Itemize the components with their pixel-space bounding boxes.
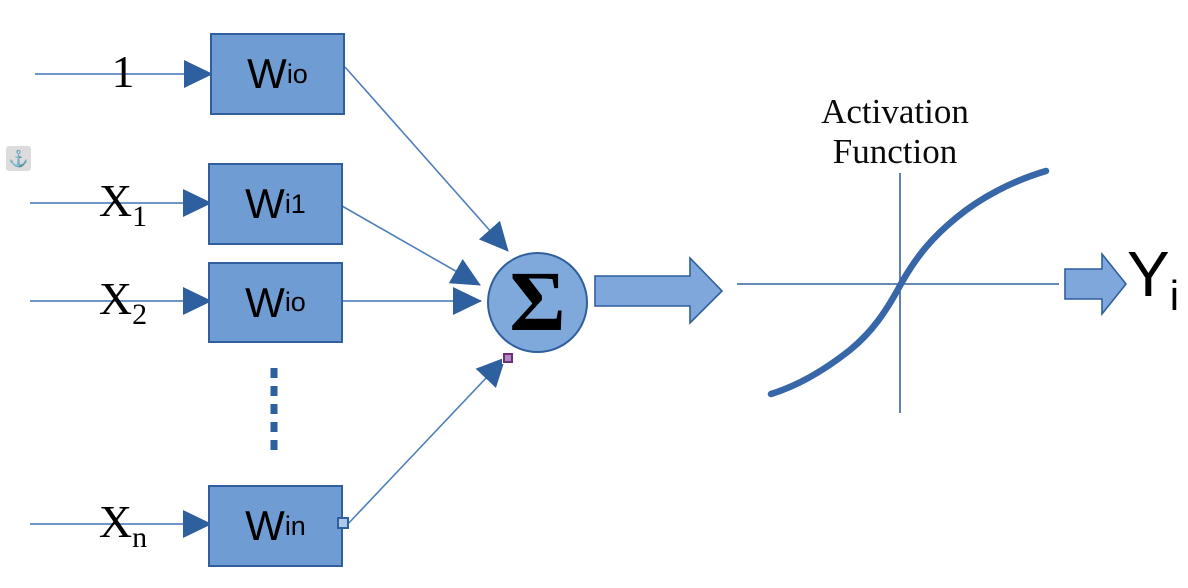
sigmoid-curve[interactable] [767, 167, 1050, 398]
weight-label-main: W [247, 50, 287, 97]
connector-w1-sum[interactable] [344, 66, 509, 252]
input-label-x2: X2 [88, 271, 158, 330]
input-label-sub: n [132, 521, 148, 555]
connector-w2-sum[interactable] [341, 205, 481, 286]
weight-label-sub: io [284, 287, 306, 317]
activation-title-line2: Function [832, 132, 958, 171]
weight-label-sub: in [284, 510, 306, 541]
activation-title: Activation Function [775, 92, 1015, 172]
connector-w4-sum[interactable] [345, 357, 506, 527]
weight-label-sub: i1 [284, 188, 306, 219]
output-label: Yi [1127, 242, 1179, 317]
selection-handle-blue[interactable] [337, 517, 349, 529]
input-label-x1: X1 [88, 173, 158, 232]
input-label-xn: Xn [88, 494, 158, 553]
block-arrow-sum-to-activation[interactable] [594, 256, 724, 325]
anchor-icon[interactable]: ⚓ [6, 146, 31, 171]
sigma-symbol: Σ [509, 252, 566, 349]
weight-label-sub: io [286, 58, 308, 89]
output-label-main: Y [1127, 238, 1170, 310]
input-label-bias: 1 [95, 44, 151, 103]
input-label-main: 1 [111, 46, 135, 97]
anchor-glyph: ⚓ [8, 150, 29, 168]
activation-title-line1: Activation [821, 92, 969, 131]
block-arrow-activation-to-output[interactable] [1064, 251, 1128, 317]
input-label-sub: 1 [132, 200, 148, 234]
weight-label-main: W [245, 278, 285, 326]
selection-handle-purple[interactable] [502, 352, 514, 364]
summation-node[interactable]: Σ [487, 252, 588, 353]
output-label-sub: i [1169, 271, 1180, 319]
weight-label-main: W [245, 180, 285, 227]
input-label-main: X [98, 175, 133, 226]
input-label-main: X [98, 273, 133, 324]
weight-label-main: W [245, 502, 285, 549]
input-label-main: X [98, 496, 133, 547]
input-label-sub: 2 [132, 298, 148, 332]
